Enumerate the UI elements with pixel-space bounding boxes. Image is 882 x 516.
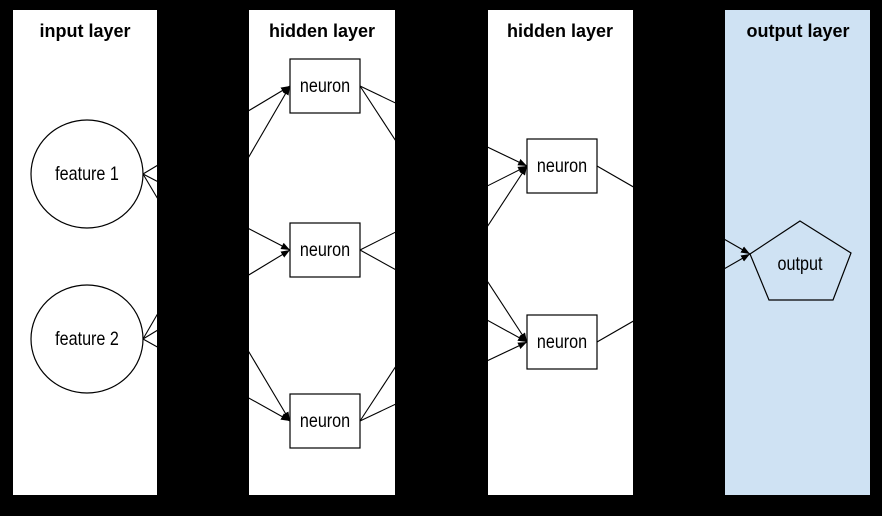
panel-hidden-layer-2 [488, 10, 633, 495]
layer-title-output: output layer [746, 21, 849, 41]
neuron-2-label: neuron [300, 239, 350, 261]
node-neuron-4: neuron [526, 138, 598, 194]
neuron-1-box [289, 58, 361, 114]
node-feature-1: feature 1 [30, 119, 144, 229]
edge-n3-m1 [359, 165, 528, 422]
edge-n2-m1 [359, 165, 528, 251]
node-neuron-1: neuron [289, 58, 361, 114]
panel-input-layer [13, 10, 157, 495]
edge-n1-m2 [359, 85, 528, 343]
edge-f1-n1 [142, 85, 291, 175]
edge-f2-n3 [142, 338, 291, 422]
neuron-3-box [289, 393, 361, 449]
neuron-5-box [526, 314, 598, 370]
edges-group [142, 85, 751, 422]
neuron-1-label: neuron [300, 75, 350, 97]
edge-f2-n2 [142, 249, 291, 340]
layer-title-hidden-2: hidden layer [507, 21, 613, 41]
feature-2-label: feature 2 [55, 328, 119, 350]
feature-2-circle [30, 284, 144, 394]
node-feature-2: feature 2 [30, 284, 144, 394]
neuron-4-label: neuron [537, 155, 587, 177]
neuron-4-box [526, 138, 598, 194]
neuron-2-box [289, 222, 361, 278]
layer-input: input layer [13, 10, 157, 495]
output-label: output [778, 253, 823, 275]
edge-f1-n3 [142, 173, 291, 422]
output-pentagon [749, 220, 852, 301]
layer-hidden-2: hidden layer [488, 10, 633, 495]
layer-title-hidden-1: hidden layer [269, 21, 375, 41]
node-neuron-2: neuron [289, 222, 361, 278]
neuron-3-label: neuron [300, 410, 350, 432]
neuron-5-label: neuron [537, 331, 587, 353]
edge-n1-m1 [359, 85, 528, 167]
feature-1-circle [30, 119, 144, 229]
node-neuron-3: neuron [289, 393, 361, 449]
layer-output: output layer [725, 10, 870, 495]
edge-f2-n1 [142, 85, 291, 340]
feature-1-label: feature 1 [55, 163, 119, 185]
edge-n2-m2 [359, 249, 528, 343]
node-output: output [749, 220, 852, 301]
layer-title-input: input layer [39, 21, 130, 41]
edge-m2-out [596, 253, 751, 343]
edge-m1-out [596, 165, 751, 255]
edge-n3-m2 [359, 341, 528, 422]
node-neuron-5: neuron [526, 314, 598, 370]
